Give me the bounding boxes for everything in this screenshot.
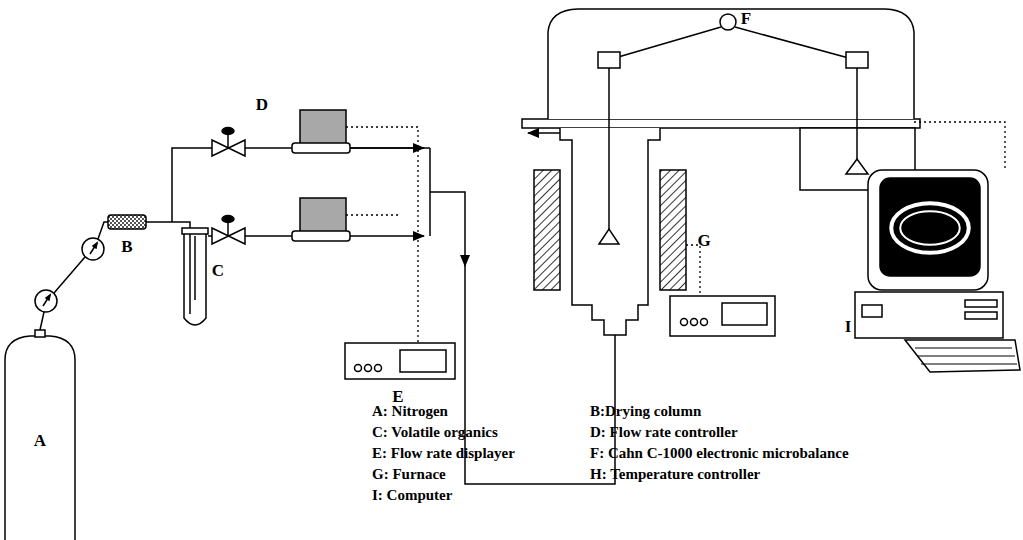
callout-letter: I <box>845 318 852 335</box>
legend-line: F: Cahn C-1000 electronic microbalance <box>590 446 849 461</box>
callout-letter: B <box>121 238 132 255</box>
callout-letter: F <box>741 10 751 27</box>
legend-line: G: Furnace <box>372 467 446 482</box>
legend-line: B:Drying column <box>590 404 701 419</box>
callout-letter: E <box>392 388 403 405</box>
legend-line: H: Temperature controller <box>590 467 760 482</box>
legend-line: C: Volatile organics <box>372 425 498 440</box>
callout-letter: A <box>34 432 46 449</box>
legend-line: A: Nitrogen <box>372 404 448 419</box>
callout-letter: C <box>212 262 224 279</box>
legend-line: E: Flow rate displayer <box>372 446 515 461</box>
legend-line: I: Computer <box>372 488 452 503</box>
callout-letter: D <box>256 96 268 113</box>
legend-line: D: Flow rate controller <box>590 425 738 440</box>
callout-letter: G <box>697 232 710 249</box>
